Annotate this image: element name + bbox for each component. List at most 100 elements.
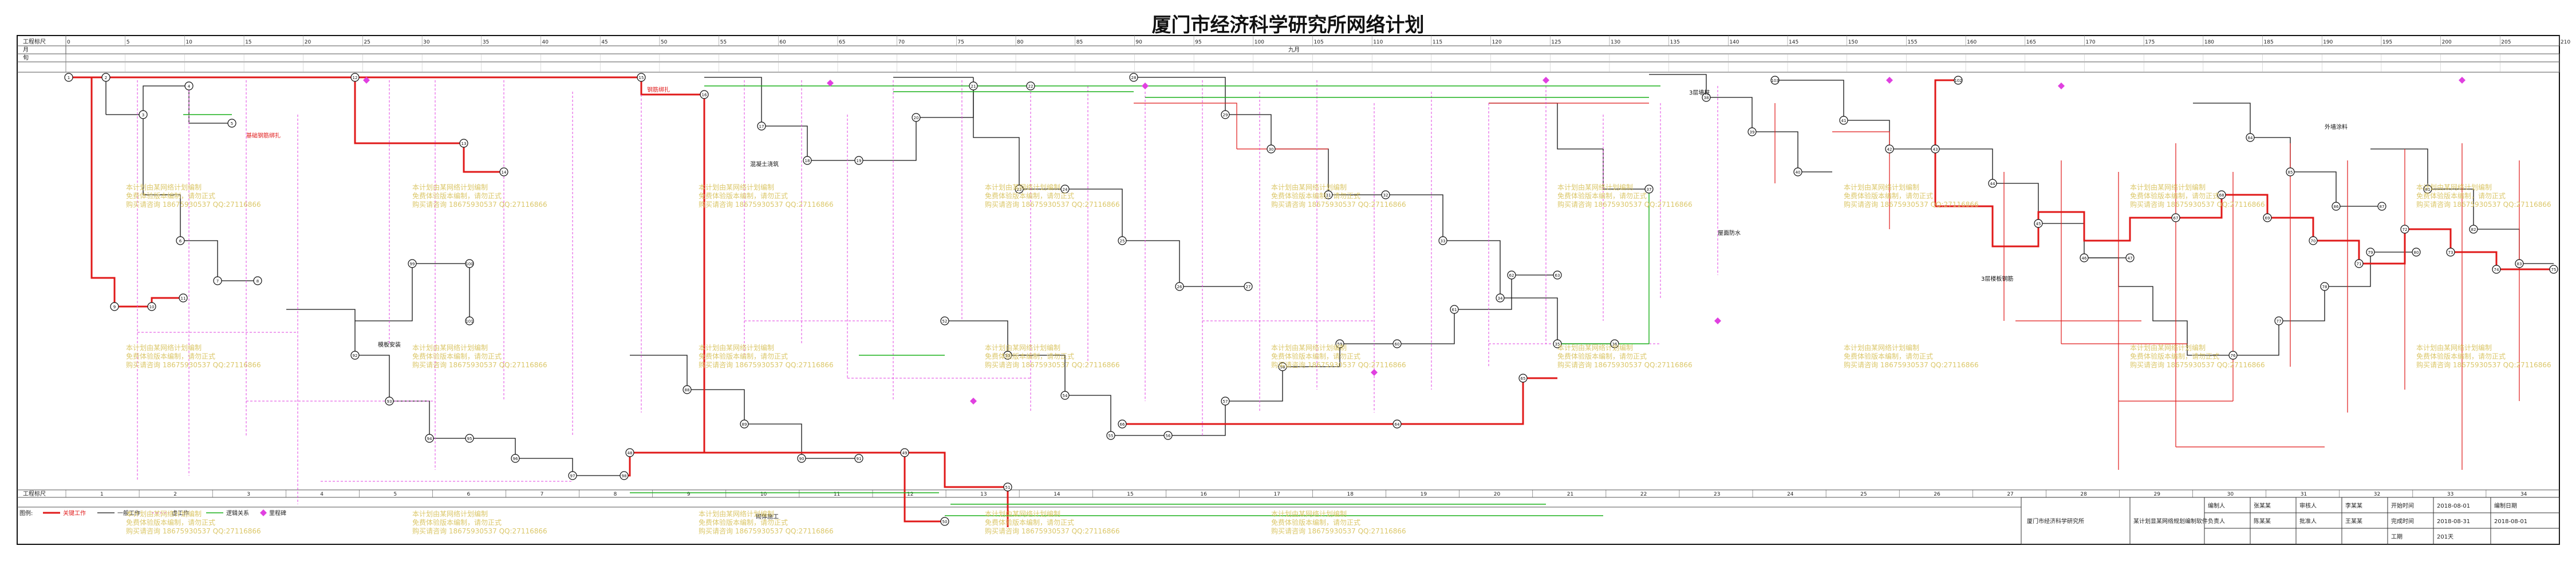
scale-tick: 90 — [1135, 40, 1142, 45]
event-node — [139, 110, 148, 119]
bottom-tick: 9 — [687, 492, 691, 497]
event-node-number: 39 — [1750, 130, 1755, 135]
bottom-tick: 27 — [2007, 492, 2013, 497]
tb-label-1: 负责人 — [2208, 517, 2225, 525]
watermark-text: 本计划由某网络计划编制免费体验版本编制，请勿正式购买请咨询 1867593053… — [1271, 344, 1406, 369]
bottom-tick: 28 — [2080, 492, 2087, 497]
event-node — [2446, 248, 2455, 257]
event-node-number: 52 — [942, 319, 948, 324]
watermark-text: 本计划由某网络计划编制免费体验版本编制，请勿正式购买请咨询 1867593053… — [2130, 344, 2265, 369]
scale-tick: 115 — [1433, 40, 1442, 45]
event-node — [1507, 270, 1516, 280]
event-node-number: 101 — [466, 319, 473, 324]
watermark-text: 本计划由某网络计划编制免费体验版本编制，请勿正式购买请咨询 1867593053… — [126, 344, 261, 369]
bottom-tick: 34 — [2520, 492, 2527, 497]
event-node-number: 86 — [2334, 205, 2339, 209]
tb-value-1: 陈某某 — [2254, 517, 2271, 525]
event-node-number: 74 — [2494, 268, 2499, 272]
event-node — [1518, 374, 1528, 383]
event-node — [854, 454, 863, 463]
event-node — [101, 73, 111, 82]
scale-tick: 45 — [601, 40, 607, 45]
event-node — [2377, 202, 2386, 211]
event-node-number: 49 — [902, 451, 908, 456]
event-node — [1324, 190, 1333, 199]
scale-tick: 5 — [127, 40, 130, 45]
watermark-text: 本计划由某网络计划编制免费体验版本编制，请勿正式购买请咨询 1867593053… — [1844, 183, 1979, 209]
bottom-tick: 3 — [247, 492, 250, 497]
event-node-number: 87 — [2380, 205, 2385, 209]
event-node — [625, 448, 634, 457]
event-node — [425, 434, 434, 443]
scale-tick: 65 — [839, 40, 845, 45]
event-node — [2412, 248, 2421, 257]
event-node — [1381, 190, 1390, 199]
event-node — [2423, 184, 2432, 194]
scale-tick: 15 — [245, 40, 251, 45]
event-node-number: 56 — [1166, 434, 1171, 438]
watermark-text: 本计划由某网络计划编制免费体验版本编制，请勿正式购买请咨询 1867593053… — [1844, 344, 1979, 369]
bottom-tick: 10 — [760, 492, 767, 497]
bottom-tick: 15 — [1127, 492, 1133, 497]
scale-tick: 20 — [305, 40, 311, 45]
event-node-number: 2 — [105, 76, 107, 80]
event-node-number: 55 — [1108, 434, 1114, 438]
event-node — [1175, 282, 1184, 291]
label-task-f: 外墙涂料 — [2325, 123, 2348, 131]
event-node-number: 50 — [942, 520, 948, 524]
dummy-works — [137, 80, 1718, 504]
scale-tick: 170 — [2085, 40, 2095, 45]
event-node-number: 80 — [2414, 250, 2419, 255]
event-node-number: 14 — [502, 170, 507, 175]
scale-tick: 50 — [661, 40, 668, 45]
critical-path — [69, 76, 2554, 527]
scale-tick: 205 — [2501, 40, 2511, 45]
tb-label-4: 开始时间 — [2391, 502, 2414, 509]
event-node — [700, 90, 709, 99]
event-node-number: 95 — [467, 437, 472, 441]
event-node-number: 66 — [1120, 422, 1125, 427]
event-node-number: 42 — [1887, 147, 1892, 152]
event-node-number: 15 — [639, 76, 644, 80]
bottom-tick: 31 — [2301, 492, 2307, 497]
legend-label: 图例: — [19, 509, 33, 517]
label-task-c: 3层墙柱 — [1689, 89, 1710, 96]
event-node-number: 1 — [68, 76, 70, 80]
event-node — [1392, 339, 1402, 348]
event-node-number: 8 — [257, 279, 259, 284]
event-node-number: 41 — [1841, 119, 1847, 123]
event-node — [1163, 431, 1173, 440]
event-node — [620, 471, 629, 480]
event-node-number: 35 — [1555, 342, 1560, 347]
scale-tick: 55 — [720, 40, 727, 45]
scale-tick: 125 — [1551, 40, 1561, 45]
event-node — [1610, 339, 1619, 348]
tb-value-7: 2018-08-01 — [2494, 519, 2527, 525]
event-node — [2171, 213, 2180, 222]
event-node — [1118, 236, 1127, 245]
event-node — [1644, 184, 1654, 194]
watermark-text: 本计划由某网络计划编制免费体验版本编制，请勿正式购买请咨询 1867593053… — [1271, 510, 1406, 535]
scale-tick: 210 — [2561, 40, 2570, 45]
event-node — [213, 276, 222, 285]
event-node-number: 71 — [2357, 262, 2362, 266]
event-node-number: 89 — [742, 422, 747, 427]
event-node-number: 46 — [2082, 256, 2087, 261]
event-node-number: 75 — [2551, 268, 2557, 272]
scale-tick: 95 — [1195, 40, 1201, 45]
event-node — [350, 351, 360, 360]
title-block: 厦门市经济科学研究所 某计划显某网络规划编制软件 编制人 张某某 审核人 李某某… — [2021, 497, 2560, 545]
event-node — [2492, 265, 2501, 274]
event-node — [1221, 397, 1230, 406]
watermark-text: 本计划由某网络计划编制免费体验版本编制，请勿正式购买请咨询 1867593053… — [412, 183, 547, 209]
watermark-text: 本计划由某网络计划编制免费体验版本编制，请勿正式购买请咨询 1867593053… — [412, 344, 547, 369]
event-node-number: 48 — [628, 451, 633, 456]
event-node-number: 43 — [1933, 147, 1938, 152]
scale-tick: 105 — [1314, 40, 1324, 45]
bottom-tick: 33 — [2447, 492, 2453, 497]
event-node-number: 13 — [461, 142, 467, 146]
watermark-text: 本计划由某网络计划编制免费体验版本编制，请勿正式购买请咨询 1867593053… — [985, 183, 1120, 209]
bottom-tick: 26 — [1934, 492, 1940, 497]
bottom-tick: 13 — [980, 492, 987, 497]
event-node-number: 4 — [188, 84, 191, 89]
